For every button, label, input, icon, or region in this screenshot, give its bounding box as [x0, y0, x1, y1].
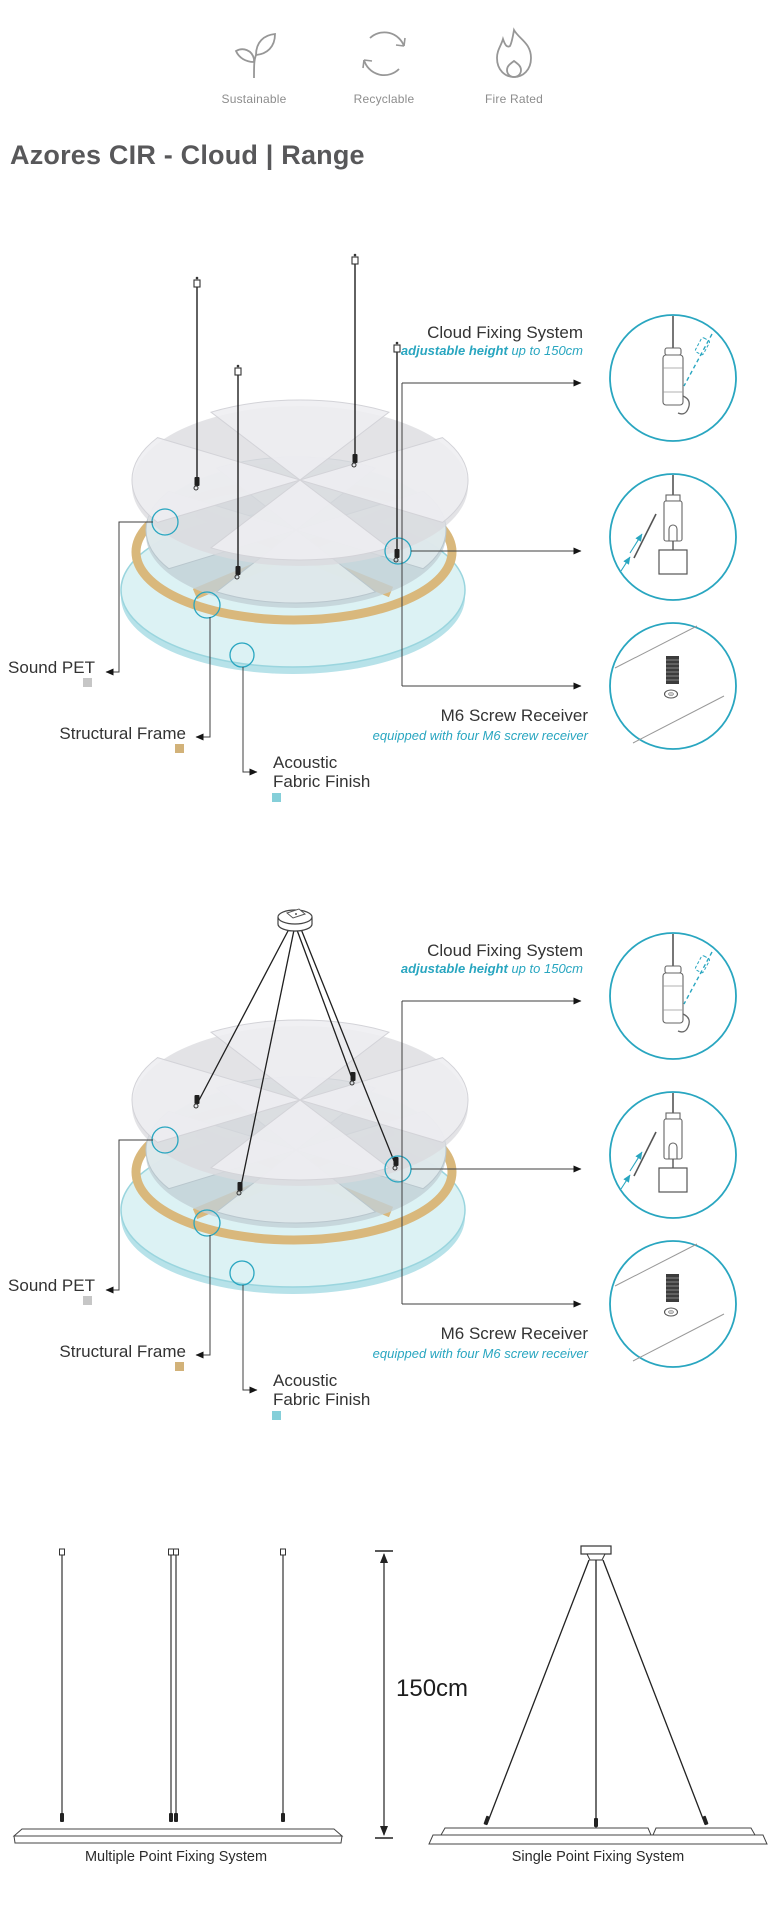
badge-fire-rated: Fire Rated: [466, 24, 562, 106]
dimension-label: 150cm: [396, 1675, 469, 1702]
badge-label: Fire Rated: [484, 92, 544, 106]
multiple-point-caption: Multiple Point Fixing System: [84, 1849, 268, 1865]
multiple-point-drawing: [12, 1548, 344, 1844]
diagram1-cloud-art: [105, 253, 736, 776]
detail-circles: [610, 933, 736, 1367]
sound-pet-label: Sound PET: [8, 1276, 95, 1295]
height-dimension-line: [375, 1550, 393, 1839]
structural-frame-swatch: [175, 1362, 184, 1371]
callout-lines: [105, 997, 582, 1394]
single-point-caption: Single Point Fixing System: [511, 1849, 685, 1865]
sound-pet-swatch: [83, 678, 92, 687]
structural-frame-swatch: [175, 744, 184, 753]
badge-label: Sustainable: [221, 92, 287, 106]
cloud-fixing-label: Cloud Fixing System adjustable height up…: [400, 323, 583, 358]
m6-screw-label: M6 Screw Receiver equipped with four M6 …: [372, 706, 588, 743]
detail-circles: [610, 315, 736, 749]
recycle-icon: [362, 31, 406, 76]
callout-lines: [105, 379, 582, 776]
suspension-wires: [196, 264, 398, 575]
badge-recyclable: Recyclable: [336, 24, 432, 106]
badge-label: Recyclable: [353, 92, 415, 106]
certification-badges: Sustainable Recyclable Fire Rated: [0, 24, 768, 106]
sound-pet-label: Sound PET: [8, 658, 95, 677]
m6-screw-label: M6 Screw Receiver equipped with four M6 …: [372, 1324, 588, 1361]
structural-frame-label: Structural Frame: [59, 1342, 186, 1361]
diagram2-cloud-art: [105, 908, 736, 1394]
page-title: Azores CIR - Cloud | Range: [10, 140, 365, 170]
badge-sustainable: Sustainable: [206, 24, 302, 106]
sound-pet-swatch: [83, 1296, 92, 1305]
suspension-cables: [196, 928, 397, 1192]
acoustic-fabric-label: Acoustic Fabric Finish: [273, 1371, 371, 1409]
acoustic-fabric-swatch: [272, 793, 281, 802]
acoustic-fabric-label: Acoustic Fabric Finish: [273, 753, 371, 791]
ceiling-plate: [277, 908, 313, 932]
single-point-drawing: [428, 1545, 768, 1845]
structural-frame-label: Structural Frame: [59, 724, 186, 743]
sprout-icon: [234, 33, 276, 79]
acoustic-fabric-swatch: [272, 1411, 281, 1420]
flame-icon: [496, 27, 532, 78]
cloud-fixing-label: Cloud Fixing System adjustable height up…: [400, 941, 583, 976]
